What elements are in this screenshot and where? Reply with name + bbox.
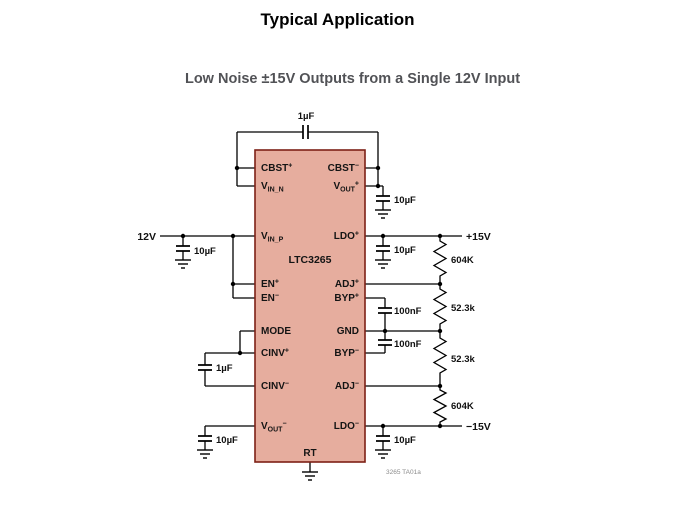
circuit-subtitle: Low Noise ±15V Outputs from a Single 12V… <box>184 71 521 87</box>
resistor-604k-top <box>432 236 448 284</box>
ground-icon <box>374 259 392 269</box>
ground-icon <box>374 209 392 219</box>
label-ldop-cap: 10µF <box>394 245 416 256</box>
figure-id: 3265 TA01a <box>386 469 421 476</box>
junction-dots <box>180 165 443 429</box>
pin-label-byp-plus: BYP+ <box>334 293 359 305</box>
label-resistor-604k-top: 604K <box>451 255 474 266</box>
label-resistor-52k-top: 52.3k <box>451 303 475 314</box>
capacitor-plates <box>176 125 392 442</box>
pin-label-adj-plus: ADJ+ <box>335 279 359 291</box>
label-resistor-604k-bottom: 604K <box>451 401 474 412</box>
label-cinv-cap: 1µF <box>216 363 233 374</box>
ground-icon <box>374 449 392 459</box>
resistor-divider <box>432 236 448 426</box>
pin-label-cinv-minus: CINV− <box>261 381 289 393</box>
ground-icon <box>174 259 192 269</box>
pin-label-gnd: GND <box>337 326 359 337</box>
pin-label-ldo-minus: LDO− <box>334 421 359 433</box>
pin-label-vin-p: VIN_P <box>261 231 284 244</box>
net-label-plus15v: +15V <box>466 231 491 243</box>
pin-label-en-minus: EN− <box>261 293 279 305</box>
pin-label-ldo-plus: LDO+ <box>334 231 359 243</box>
pin-label-en-plus: EN+ <box>261 279 279 291</box>
pin-label-cbst-minus: CBST− <box>328 163 359 175</box>
label-voutn-cap: 10µF <box>216 435 238 446</box>
ground-icon <box>196 449 214 459</box>
pin-label-vin-n: VIN_N <box>261 181 284 194</box>
pin-label-rt: RT <box>303 448 316 459</box>
pin-label-cbst-plus: CBST+ <box>261 163 292 175</box>
label-ldon-cap: 10µF <box>394 435 416 446</box>
pin-label-vout-minus: VOUT− <box>261 421 287 434</box>
wire-segments <box>160 131 462 472</box>
pin-label-byp-minus: BYP− <box>334 348 359 360</box>
pin-label-cinv-plus: CINV+ <box>261 348 289 360</box>
ic-part-number: LTC3265 <box>289 254 332 266</box>
resistor-52k-top <box>432 284 448 331</box>
label-resistor-52k-bottom: 52.3k <box>451 354 475 365</box>
label-bypp-cap: 100nF <box>394 306 422 317</box>
pin-label-vout-plus: VOUT+ <box>333 181 359 194</box>
resistor-604k-bottom <box>432 386 448 426</box>
label-boost-cap: 1µF <box>298 111 315 122</box>
label-input-cap: 10µF <box>194 246 216 257</box>
ground-icon <box>301 471 319 481</box>
net-label-12v: 12V <box>137 231 156 243</box>
net-label-minus15v: −15V <box>466 421 491 433</box>
pin-label-mode: MODE <box>261 326 291 337</box>
page-title: Typical Application <box>260 10 415 29</box>
label-bypn-cap: 100nF <box>394 339 422 350</box>
label-voutp-cap: 10µF <box>394 195 416 206</box>
resistor-52k-bottom <box>432 331 448 386</box>
pin-label-adj-minus: ADJ− <box>335 381 359 393</box>
ic-body <box>254 149 366 463</box>
